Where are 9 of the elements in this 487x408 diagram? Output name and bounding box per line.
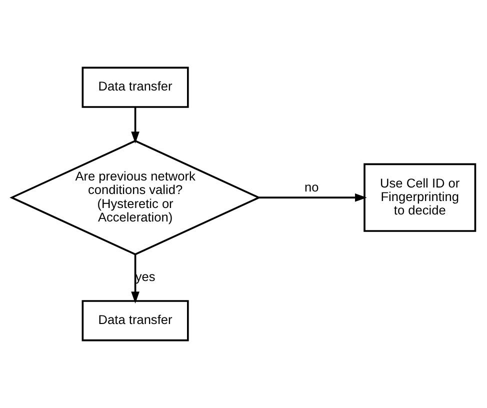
edge-label: no (304, 179, 319, 194)
edge-label: yes (135, 269, 156, 284)
arrow (131, 107, 140, 144)
node-diamond: Are previous network conditions valid? (Hysteretic or Acceleration) (10, 140, 262, 256)
arrow (258, 193, 367, 202)
node-box: Use Cell ID or Fingerprinting to decide (364, 163, 476, 232)
node-box: Data transfer (82, 300, 189, 342)
arrow (131, 254, 140, 304)
node-box: Data transfer (82, 66, 189, 108)
